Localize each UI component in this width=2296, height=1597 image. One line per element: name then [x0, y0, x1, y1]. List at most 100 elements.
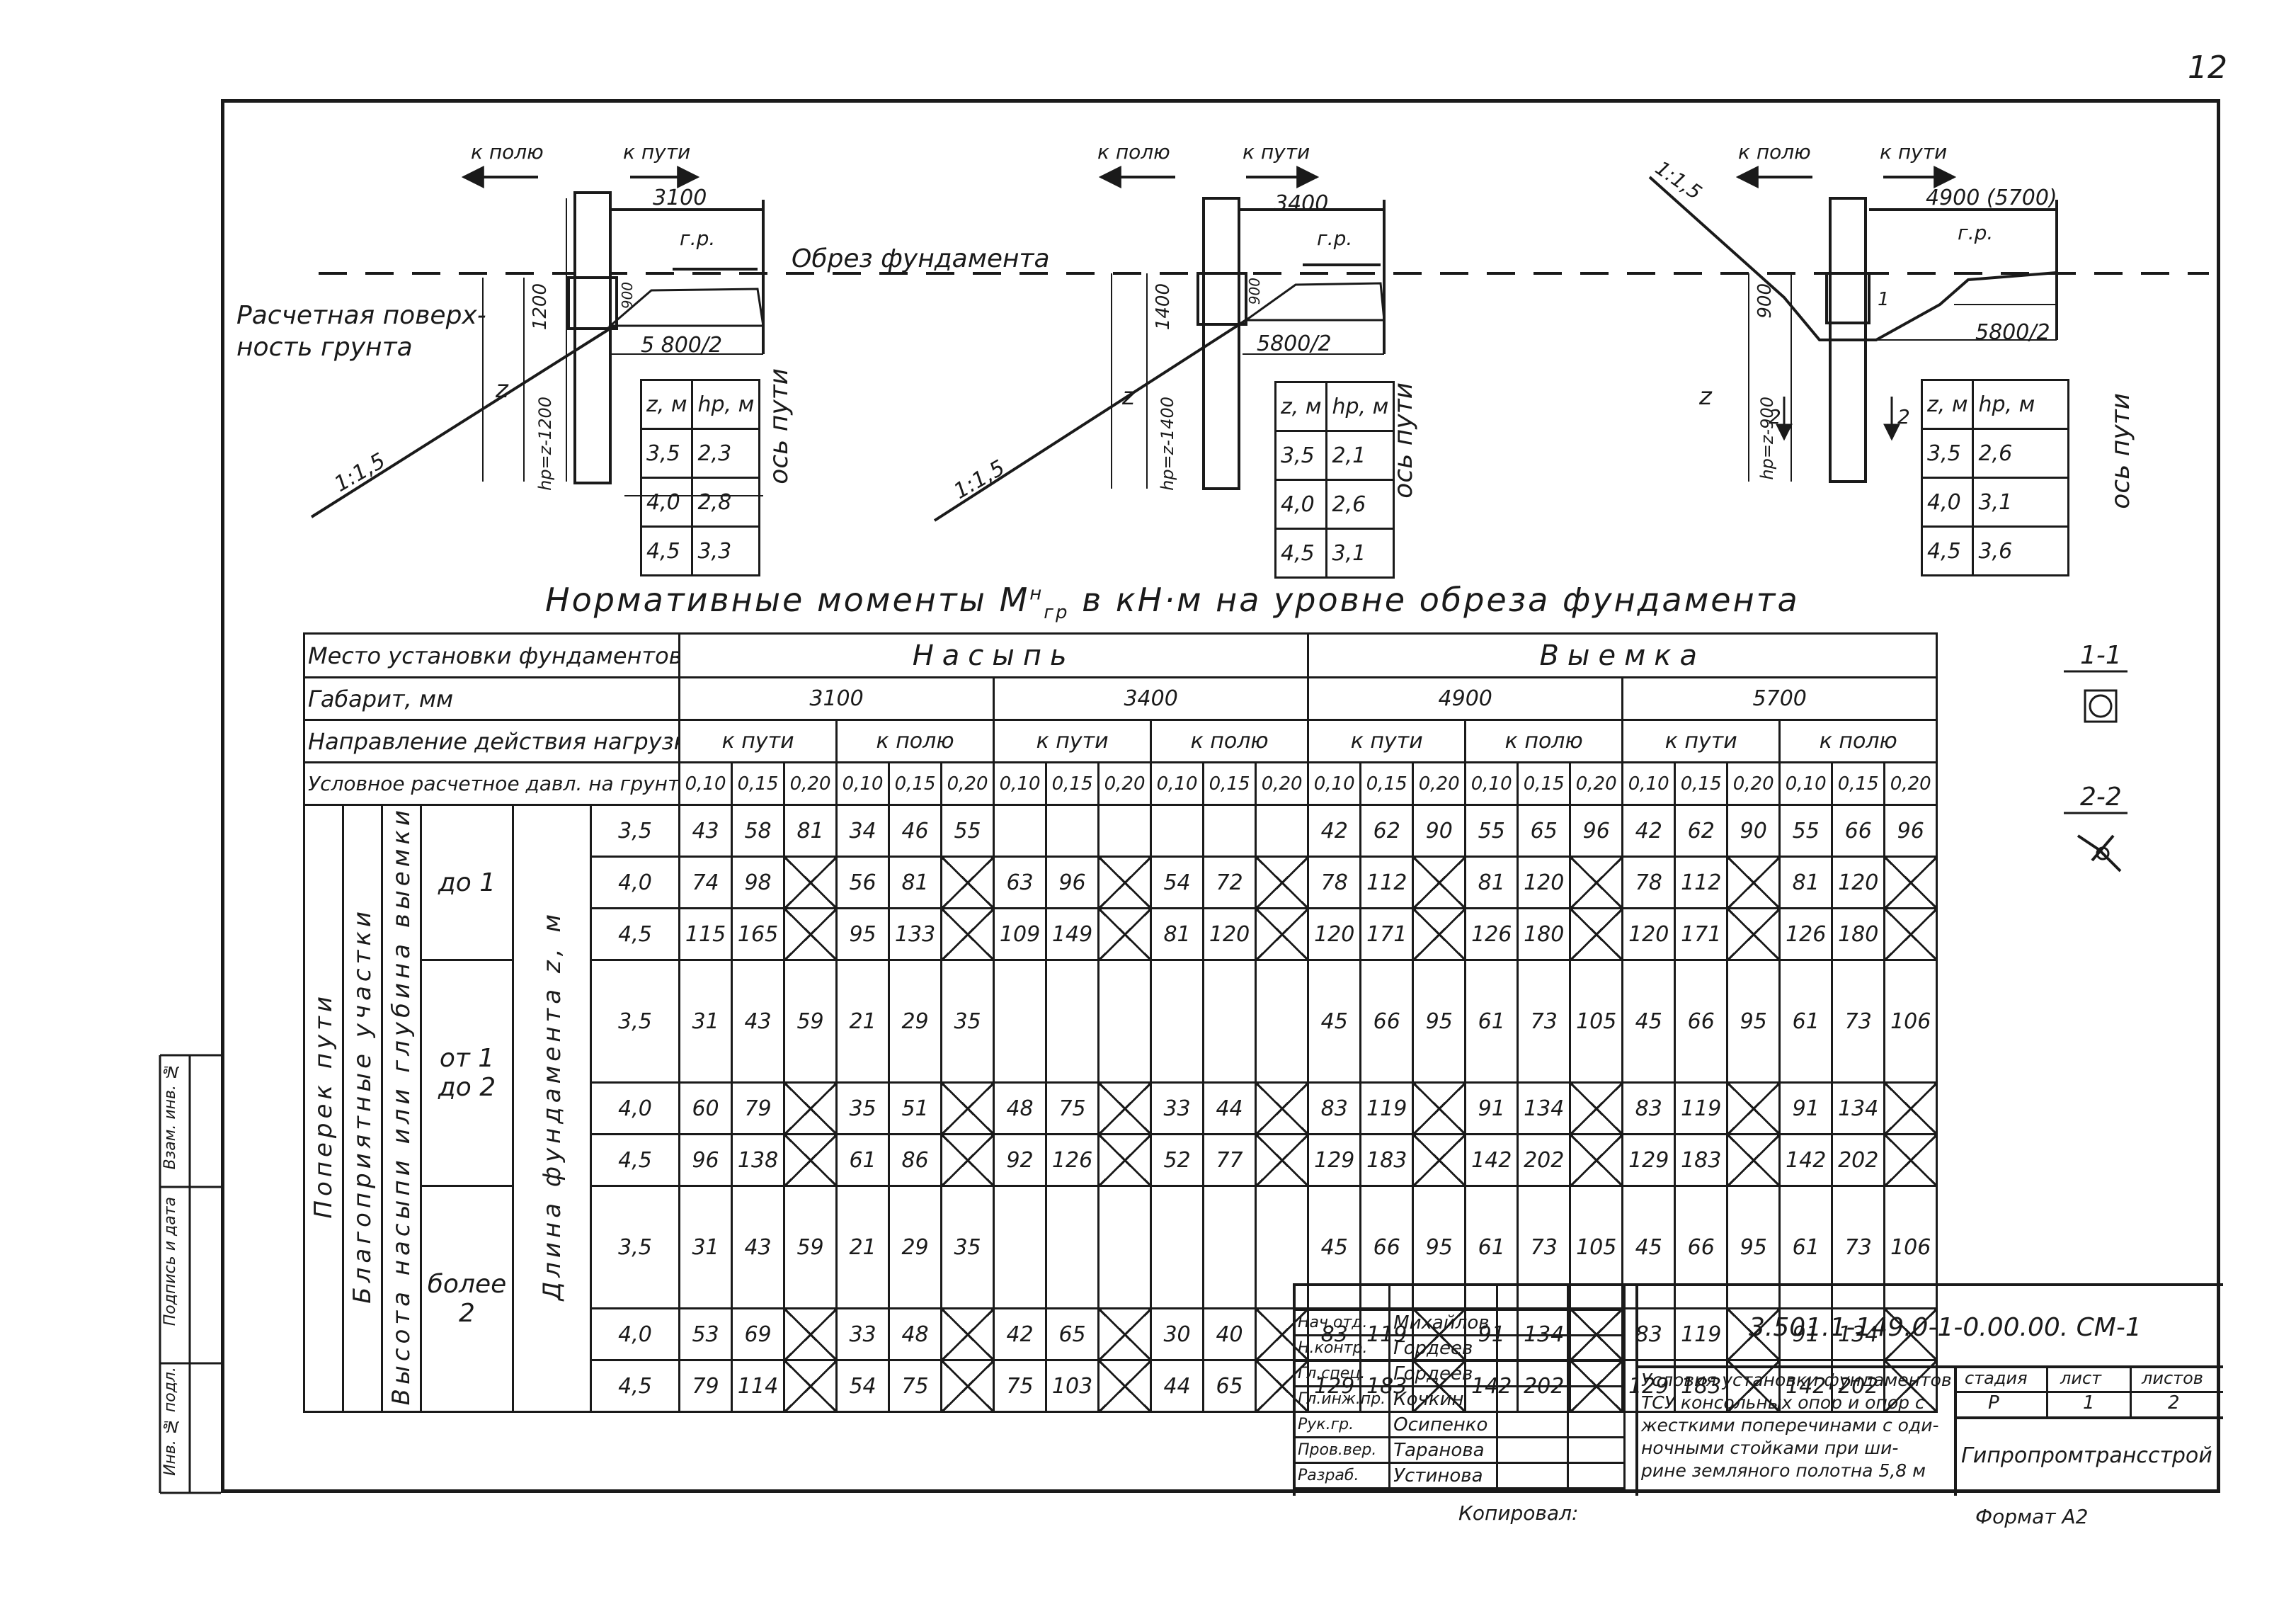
moment-cell: 98: [731, 856, 786, 909]
moment-cell: 119: [1674, 1081, 1729, 1136]
not-applicable-cell: [940, 1081, 995, 1136]
diagram-1-width: 3100: [653, 186, 707, 210]
moment-cell: 55: [940, 804, 995, 858]
pressure-header: 0,10: [678, 761, 733, 806]
moment-cell: 96: [678, 1133, 733, 1188]
moment-cell: 95: [1726, 1185, 1781, 1310]
length-cell: 4,0: [589, 856, 681, 909]
moment-cell: [1045, 1185, 1100, 1310]
height-group: от 1 до 2: [420, 958, 514, 1188]
vyemka-header: Выемка: [1307, 632, 1938, 678]
moment-cell: 78: [1621, 856, 1677, 909]
gabarit-header: 5700: [1621, 676, 1938, 721]
gabarit-header: 3400: [993, 676, 1310, 721]
diagram-3-depth: 900: [1754, 283, 1776, 319]
diagram-3-to-track: к пути: [1880, 140, 1948, 164]
signature-cell: [1496, 1385, 1570, 1413]
section-1-1-symbol: [2064, 670, 2127, 723]
not-applicable-cell: [1097, 1307, 1153, 1362]
moment-cell: 53: [678, 1307, 733, 1362]
length-cell: 3,5: [589, 804, 681, 858]
signer-row: Н.контр.Гордеев: [1292, 1334, 1626, 1362]
moment-cell: 78: [1307, 856, 1362, 909]
height-group: до 1: [420, 804, 514, 961]
sheets-value: 2: [2168, 1392, 2180, 1414]
not-applicable-cell: [783, 1307, 838, 1362]
signature-cell: [1496, 1360, 1570, 1387]
not-applicable-cell: [1097, 907, 1153, 961]
main-title-rest: в кН·м на уровне обреза фундамента: [1082, 581, 1800, 619]
moment-cell: 75: [993, 1359, 1048, 1414]
moment-cell: [993, 1185, 1048, 1310]
moment-cell: 119: [1359, 1081, 1415, 1136]
diagram-3-section-2-right: 2: [1897, 405, 1910, 428]
desc-line-3: жесткими поперечинами с оди-: [1641, 1415, 1939, 1436]
diagram-3-section-1: 1: [1878, 289, 1890, 310]
not-applicable-cell: [940, 856, 995, 909]
pressure-header: 0,10: [993, 761, 1048, 806]
signer-row: Разраб.Устинова: [1292, 1462, 1626, 1489]
signer-blank-cell: [1496, 1283, 1570, 1311]
not-applicable-cell: [1097, 856, 1153, 909]
moment-cell: 92: [993, 1133, 1048, 1188]
pressure-header: 0,15: [1831, 761, 1886, 806]
moment-cell: 95: [1726, 958, 1781, 1084]
moment-cell: 61: [1778, 1185, 1834, 1310]
not-applicable-cell: [1097, 1081, 1153, 1136]
moment-cell: 90: [1412, 804, 1467, 858]
moment-cell: 86: [888, 1133, 943, 1188]
moment-cell: 91: [1464, 1081, 1519, 1136]
not-applicable-cell: [1255, 1133, 1310, 1188]
diagram-1-z: z: [496, 375, 508, 404]
moment-cell: 66: [1831, 804, 1886, 858]
moment-cell: 81: [1150, 907, 1205, 961]
moment-cell: 55: [1464, 804, 1519, 858]
moment-cell: 106: [1883, 958, 1938, 1084]
cell: 4,5: [1274, 528, 1328, 579]
side-label-side_2: Благоприятные участки: [342, 803, 383, 1414]
moment-cell: 62: [1359, 804, 1415, 858]
moment-cell: 60: [678, 1081, 733, 1136]
moment-cell: 129: [1621, 1133, 1677, 1188]
moment-cell: 42: [993, 1307, 1048, 1362]
moment-cell: 91: [1778, 1081, 1834, 1136]
row-place-label: Место установки фундаментов опор: [302, 632, 681, 678]
side-label-length: Длина фундамента z, м: [512, 803, 592, 1414]
side-strip-lines: [159, 1054, 221, 1494]
moment-cell: 126: [1045, 1133, 1100, 1188]
moment-cell: 58: [731, 804, 786, 858]
moment-cell: 61: [1464, 958, 1519, 1084]
cell: 3,5: [639, 428, 694, 479]
moment-cell: 51: [888, 1081, 943, 1136]
not-applicable-cell: [940, 907, 995, 961]
pressure-header: 0,10: [1778, 761, 1834, 806]
moment-cell: 120: [1831, 856, 1886, 909]
moment-cell: 126: [1464, 907, 1519, 961]
diagram-1: [310, 166, 765, 518]
moment-cell: 44: [1150, 1359, 1205, 1414]
signer-role: Нач.отд.: [1292, 1309, 1391, 1336]
format-label: Формат А2: [1975, 1505, 2089, 1528]
desc-line-4: ночными стойками при ши-: [1641, 1438, 1899, 1458]
diagram-2-z: z: [1122, 382, 1135, 411]
main-title-sup: н: [1029, 583, 1044, 605]
date-cell: [1567, 1436, 1626, 1464]
signer-name: Михайлов: [1388, 1309, 1499, 1336]
side-label-text: Благоприятные участки: [348, 907, 377, 1305]
pressure-header: 0,15: [1359, 761, 1415, 806]
diagram-3-width: 4900 (5700): [1926, 186, 2057, 210]
sheet-label: лист: [2060, 1368, 2102, 1388]
moment-cell: 66: [1674, 1185, 1729, 1310]
pressure-header: 0,20: [783, 761, 838, 806]
cell: 2,6: [1972, 428, 2070, 479]
diagram-3-axis: ось пути: [2106, 393, 2135, 509]
not-applicable-cell: [1883, 907, 1938, 961]
desc-line-1: Условия установки фундаментов: [1641, 1370, 1952, 1390]
diagram-2-to-field: к полю: [1097, 140, 1170, 164]
moment-cell: 75: [888, 1359, 943, 1414]
main-title-text: Нормативные моменты M: [545, 581, 1030, 619]
